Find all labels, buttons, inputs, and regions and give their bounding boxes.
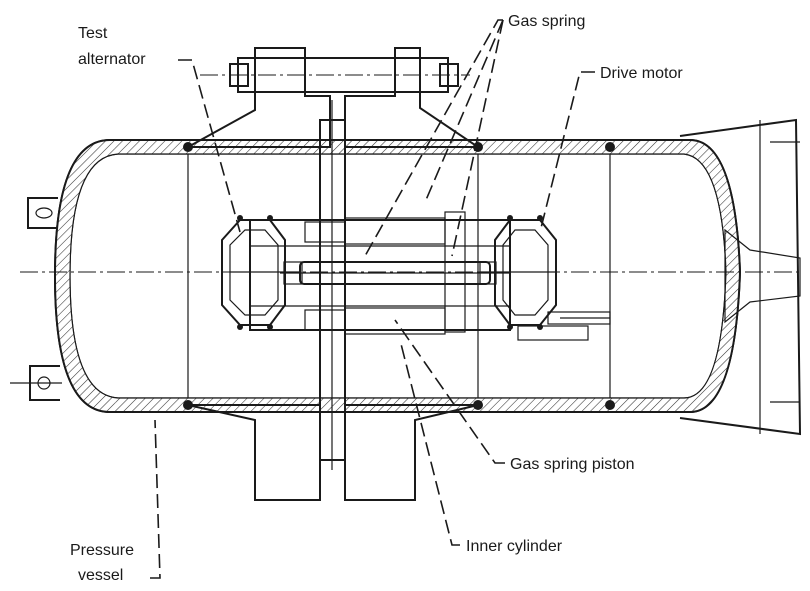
pressure-vessel: [53, 139, 742, 413]
end-cone: [679, 118, 802, 436]
label-gas-spring: Gas spring: [508, 13, 585, 30]
leader-drive-motor: [539, 71, 595, 233]
label-test-alternator-line1: Test: [78, 25, 108, 42]
leader-gas-spring-1: [364, 19, 503, 257]
mounting-lug-bottom: [10, 365, 62, 401]
leader-gas-spring-piston: [394, 319, 505, 464]
bottom-clamp: [187, 404, 479, 501]
test-alternator: [221, 215, 303, 330]
gas-spring-assembly: [249, 211, 511, 335]
top-clamp: [187, 47, 482, 148]
central-shaft: [280, 261, 510, 285]
mounting-lug-top: [27, 197, 58, 229]
label-drive-motor: Drive motor: [600, 65, 683, 82]
leader-inner-cylinder: [399, 339, 460, 546]
leader-gas-spring-2: [425, 19, 504, 201]
label-gas-spring-piston: Gas spring piston: [510, 456, 635, 473]
drive-motor: [479, 215, 611, 341]
label-inner-cylinder: Inner cylinder: [466, 538, 563, 555]
leader-test-alternator: [178, 59, 241, 233]
label-test-alternator-line2: alternator: [78, 51, 146, 68]
label-pressure-vessel-line2: vessel: [78, 567, 123, 584]
leader-gas-spring-3: [451, 19, 504, 257]
leader-pressure-vessel: [150, 419, 161, 579]
label-pressure-vessel-line1: Pressure: [70, 542, 134, 559]
